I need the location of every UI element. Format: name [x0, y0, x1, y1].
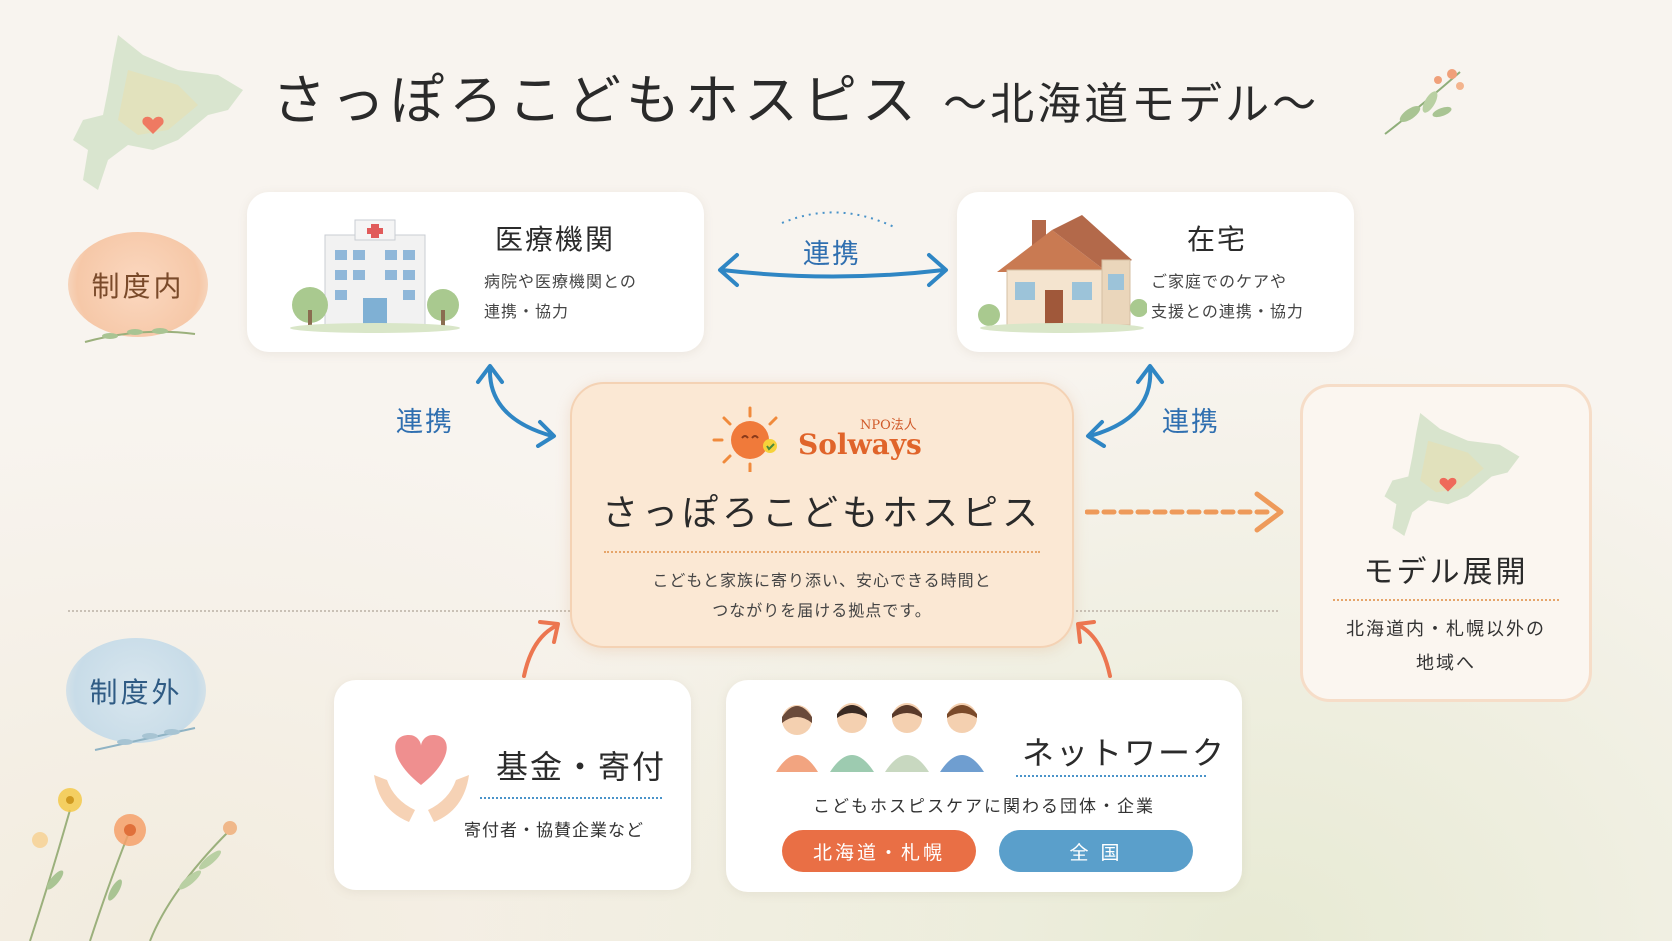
pill-nationwide-label: 全 国: [1069, 841, 1123, 864]
sun-logo-icon: [712, 406, 778, 472]
center-hospice-card: NPO法人 Solways さっぽろこどもホスピス こどもと家族に寄り添い、安心…: [570, 382, 1074, 648]
model-desc-line2: 地域へ: [1416, 653, 1476, 674]
medical-title: 医療機関: [495, 223, 616, 256]
leaf-sprig-icon: [94, 727, 196, 751]
network-divider: [1016, 775, 1206, 777]
fund-to-center-arrow: [522, 620, 560, 678]
medical-description: 病院や医療機関との 連携・協力: [484, 267, 637, 327]
expansion-arrow: [1085, 491, 1284, 533]
title-subtitle: ～北海道モデル～: [943, 79, 1320, 130]
center-divider: [604, 551, 1040, 553]
model-card: モデル展開 北海道内・札幌以外の 地域へ: [1300, 384, 1592, 702]
left-connection-label: 連携: [396, 407, 454, 438]
fund-card: 基金・寄付 寄付者・協賛企業など: [334, 680, 691, 890]
home-desc-line2: 支援との連携・協力: [1151, 302, 1304, 321]
zone-badge-non-institutional: 制度外: [66, 638, 206, 743]
home-title: 在宅: [1187, 223, 1248, 256]
right-connection-arrow: [1086, 364, 1164, 448]
right-connection-label: 連携: [1162, 407, 1220, 438]
pill-nationwide: 全 国: [999, 830, 1193, 872]
center-desc-line2: つながりを届ける拠点です。: [712, 601, 932, 620]
network-description: こどもホスピスケアに関わる団体・企業: [813, 797, 1155, 817]
medical-desc-line1: 病院や医療機関との: [484, 272, 637, 291]
home-desc-line1: ご家庭でのケアや: [1151, 272, 1288, 291]
center-description: こどもと家族に寄り添い、安心できる時間と つながりを届ける拠点です。: [572, 566, 1072, 626]
hospital-icon: [290, 219, 460, 333]
flowers-icon: [29, 788, 237, 941]
center-title: さっぽろこどもホスピス: [601, 493, 1042, 534]
left-connection-arrow: [476, 364, 556, 448]
zone-badge-institutional: 制度内: [68, 232, 208, 337]
network-to-center-arrow: [1076, 620, 1112, 678]
fund-title: 基金・寄付: [496, 748, 667, 786]
fund-description: 寄付者・協賛企業など: [464, 821, 644, 841]
hokkaido-map-icon: [1384, 412, 1520, 537]
model-title: モデル展開: [1363, 555, 1529, 590]
network-card: ネットワーク こどもホスピスケアに関わる団体・企業 北海道・札幌 全 国: [726, 680, 1242, 892]
pill-hokkaido-sapporo: 北海道・札幌: [782, 830, 976, 872]
pill-hokkaido-sapporo-label: 北海道・札幌: [812, 841, 945, 864]
model-description: 北海道内・札幌以外の 地域へ: [1303, 613, 1589, 681]
home-card: 在宅 ご家庭でのケアや 支援との連携・協力: [957, 192, 1354, 352]
zone-label-non-institutional: 制度外: [89, 675, 183, 709]
leaf-sprig-icon: [1384, 69, 1464, 135]
top-connection-arrow: [718, 211, 948, 287]
heart-hands-icon: [374, 735, 469, 822]
hokkaido-map-icon: [73, 35, 243, 190]
fund-divider: [480, 797, 662, 799]
house-icon: [978, 215, 1147, 333]
network-title: ネットワーク: [1022, 734, 1227, 772]
model-desc-line1: 北海道内・札幌以外の: [1346, 619, 1546, 640]
home-description: ご家庭でのケアや 支援との連携・協力: [1151, 267, 1304, 327]
title-main: さっぽろこどもホスピス: [272, 69, 921, 132]
medical-desc-line2: 連携・協力: [484, 302, 570, 321]
center-desc-line1: こどもと家族に寄り添い、安心できる時間と: [652, 571, 992, 590]
page-title: さっぽろこどもホスピス ～北海道モデル～: [272, 56, 1319, 135]
zone-label-institutional: 制度内: [91, 269, 185, 303]
org-tag: NPO法人: [860, 418, 917, 433]
people-group-icon: [776, 703, 984, 772]
model-divider: [1333, 599, 1559, 601]
org-name: Solways: [798, 428, 922, 461]
leaf-sprig-icon: [84, 328, 196, 343]
top-connection-label: 連携: [803, 239, 861, 270]
medical-card: 医療機関 病院や医療機関との 連携・協力: [247, 192, 704, 352]
